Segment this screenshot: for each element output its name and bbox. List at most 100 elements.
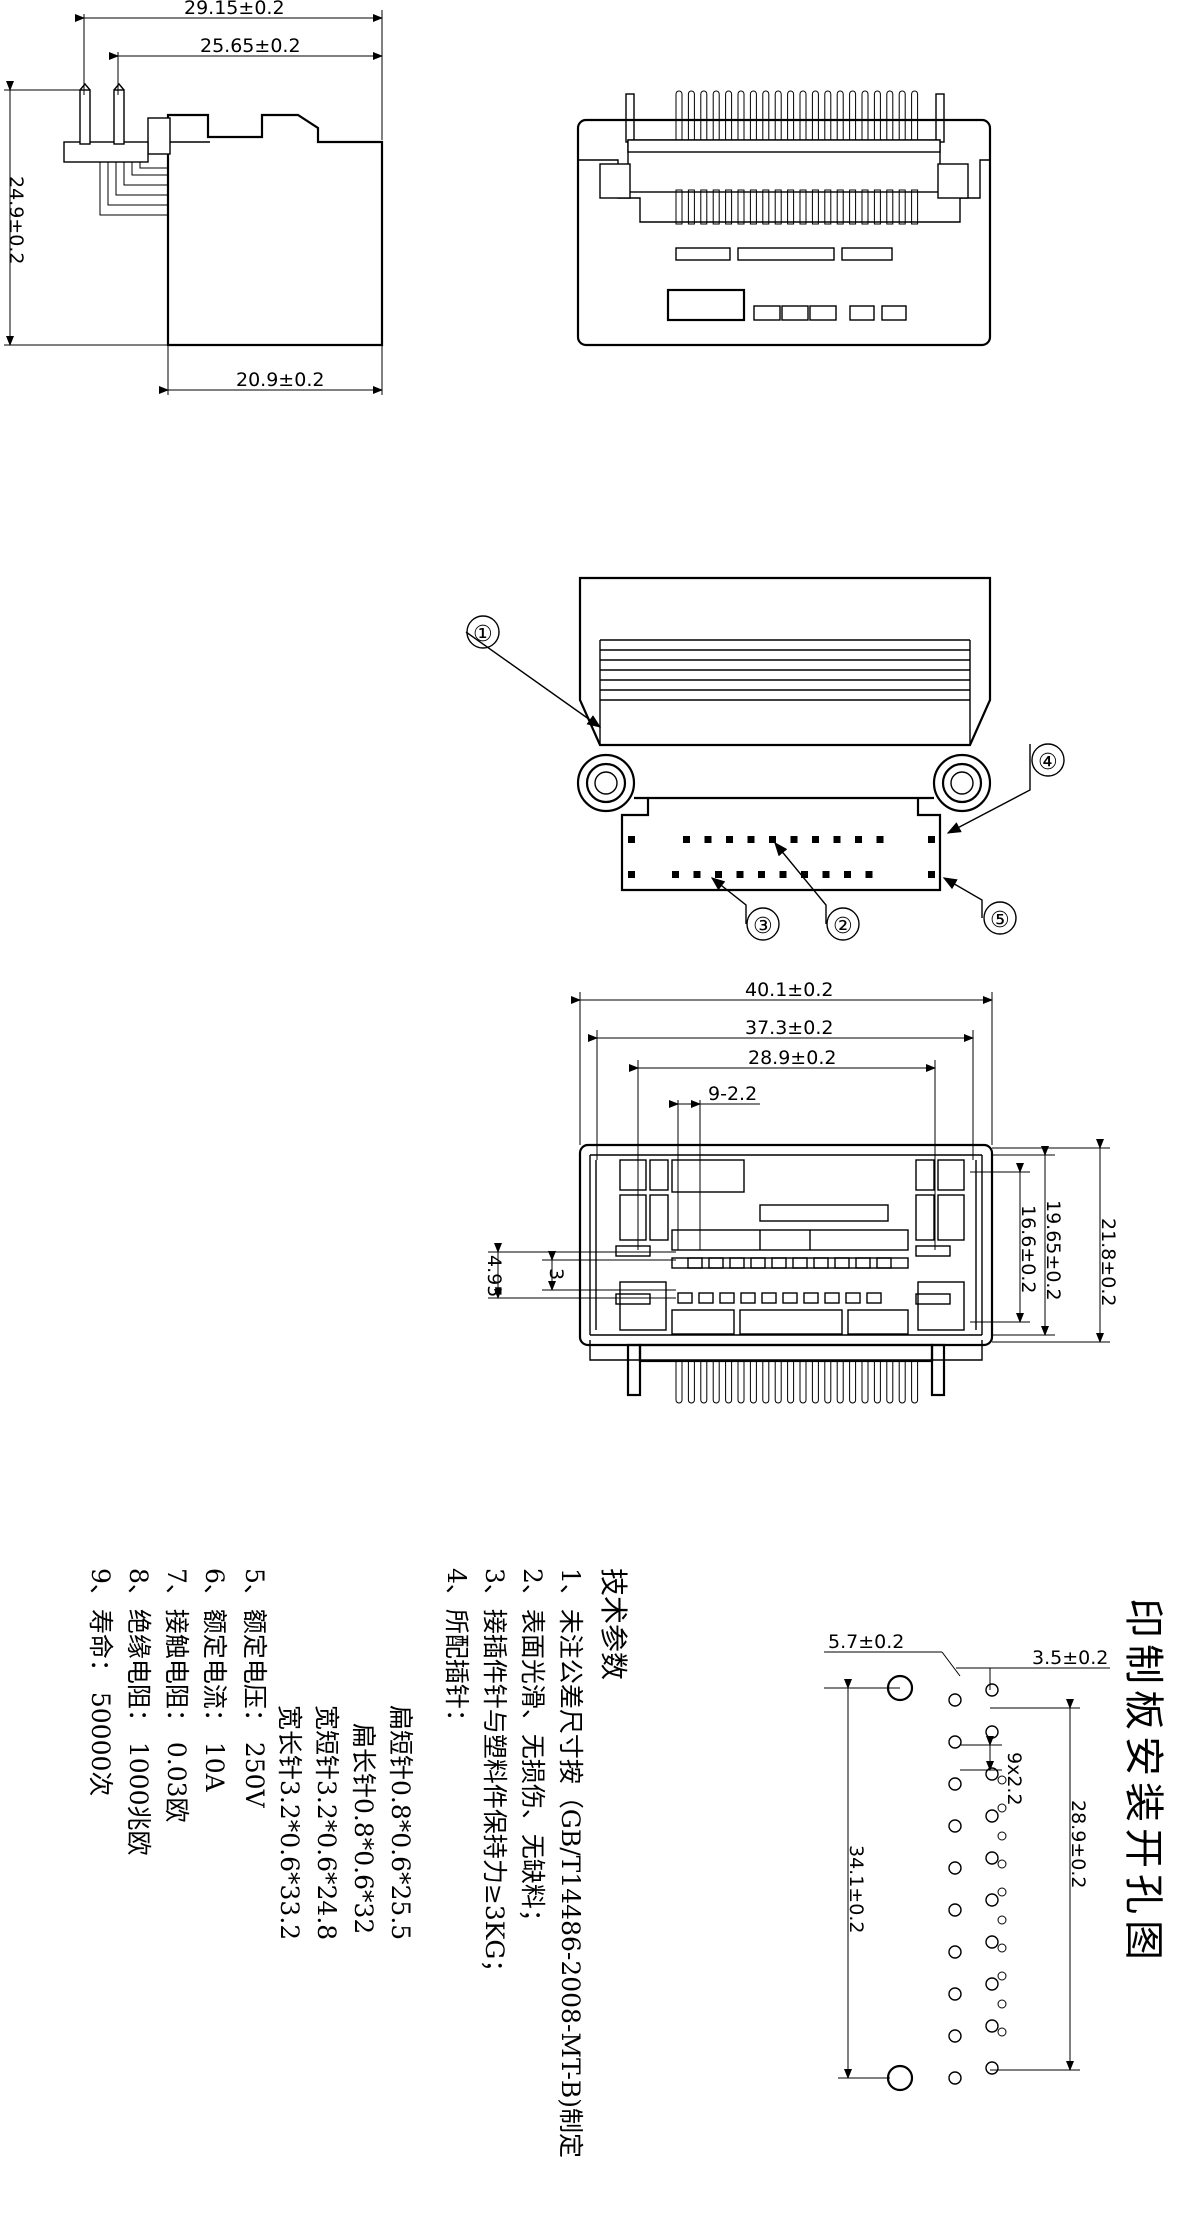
tech-specs: 技术参数 1、未注公差尺寸按（GB/T14486-2008-MT-B)制定 2、… (86, 1568, 630, 2158)
top-pin (700, 90, 708, 140)
end-pin (866, 1292, 882, 1304)
end-view: 40.1±0.2 37.3±0.2 28.9±0.2 9-2.2 21.8±0.… (483, 979, 1119, 1404)
top-pin (873, 90, 881, 140)
dim-pcb-span: 28.9±0.2 (1067, 1800, 1089, 1888)
pcb-hole (985, 1725, 999, 1739)
dim-height-total: 21.8±0.2 (1097, 1218, 1119, 1306)
dim-side-inner: 25.65±0.2 (200, 35, 301, 57)
pcb-hole (948, 1903, 962, 1917)
top-pin-foot (737, 189, 745, 225)
pcb-hole (948, 1693, 962, 1707)
dim-mid: 37.3±0.2 (745, 1017, 833, 1039)
pin-legs (675, 1360, 919, 1404)
callout-3-label: ③ (753, 914, 773, 939)
pcb-hole (985, 1935, 999, 1949)
pcb-hole (985, 2061, 999, 2075)
pcb-hole (948, 1819, 962, 1833)
top-pin-foot (836, 189, 844, 225)
spec-item-8: 8、绝缘电阻： 1000兆欧 (124, 1568, 153, 1855)
pcb-hole-small (997, 2027, 1007, 2037)
callout-4-label: ④ (1038, 750, 1058, 775)
top-pin-foot (675, 189, 683, 225)
contact-hole (865, 871, 873, 878)
top-post (625, 93, 635, 143)
pcb-hole (948, 1945, 962, 1959)
pin-leg (762, 1360, 770, 1404)
end-pin (677, 1292, 693, 1304)
end-pin (708, 1257, 724, 1269)
pcb-hole (985, 1893, 999, 1907)
top-pin (861, 90, 869, 140)
end-pin (782, 1292, 798, 1304)
end-pin (687, 1257, 703, 1269)
end-pin (750, 1257, 766, 1269)
pin-leg (687, 1360, 695, 1404)
top-pin-foot (687, 189, 695, 225)
top-pin (725, 90, 733, 140)
top-pin-foot (873, 189, 881, 225)
dim-side-body: 20.9±0.2 (236, 369, 324, 391)
end-pin (855, 1257, 871, 1269)
callout-2 (826, 907, 860, 941)
top-pin-foot (911, 189, 919, 225)
top-pin-foot (725, 189, 733, 225)
dim-row-outer: 4.95 (483, 1255, 505, 1297)
pcb-hole-small (997, 1887, 1007, 1897)
pin-leg (849, 1360, 857, 1404)
top-pin (886, 90, 894, 140)
end-pin (698, 1292, 714, 1304)
end-pin (845, 1292, 861, 1304)
pin-leg (749, 1360, 757, 1404)
dim-pitch: 9-2.2 (708, 1083, 757, 1105)
end-pin (876, 1257, 892, 1269)
top-pin (824, 90, 832, 140)
end-pin-row-bottom (677, 1292, 882, 1304)
contact-hole (715, 871, 722, 878)
front-pin-row-top (683, 836, 884, 843)
end-pin (813, 1257, 829, 1269)
pcb-hole-grid (948, 1683, 1007, 2085)
dim-pcb-right: 3.5±0.2 (1032, 1647, 1108, 1669)
end-pin-row-top (687, 1257, 892, 1269)
top-pin (762, 90, 770, 140)
pcb-hole (948, 1777, 962, 1791)
pcb-hole-small (997, 1859, 1007, 1869)
pcb-hole-layout: 印制板安装开孔图 5.7±0.2 3.5±0.2 28.9±0.2 9x2.2 … (824, 1598, 1166, 2092)
pin-leg (675, 1360, 683, 1404)
pin-leg (861, 1360, 869, 1404)
pcb-hole (948, 1735, 962, 1749)
contact-hole (822, 871, 830, 878)
dim-side-height: 24.9±0.2 (5, 176, 27, 264)
pin-leg (836, 1360, 844, 1404)
top-pin-row (625, 90, 945, 225)
contact-hole (672, 871, 679, 878)
end-pin (792, 1257, 808, 1269)
top-pin (849, 90, 857, 140)
callout-5 (983, 901, 1017, 935)
dim-row-inner: 3 (545, 1268, 567, 1280)
pcb-hole-small (997, 1775, 1007, 1785)
top-pin (911, 90, 919, 140)
contact-hole (704, 836, 712, 843)
pin-leg (787, 1360, 795, 1404)
pin-leg (898, 1360, 906, 1404)
spec-item-9: 9、寿命： 50000次 (86, 1568, 115, 1796)
end-pin (761, 1292, 777, 1304)
callout-4 (1031, 743, 1065, 777)
pcb-hole (985, 1851, 999, 1865)
pcb-hole-small (997, 1915, 1007, 1925)
pcb-hole-small (997, 1803, 1007, 1813)
top-pin-foot (799, 189, 807, 225)
end-pin (719, 1292, 735, 1304)
pin-leg (712, 1360, 720, 1404)
spec-item-5: 5、额定电压： 250V (240, 1568, 269, 1809)
pin-flat-long: 扁长针0.8*0.6*32 (349, 1723, 378, 1934)
pcb-hole (948, 2071, 962, 2085)
pcb-hole (948, 1987, 962, 2001)
end-pin (834, 1257, 850, 1269)
pin-leg (700, 1360, 708, 1404)
pin-wide-long: 宽长针3.2*0.6*33.2 (275, 1705, 304, 1940)
contact-hole (693, 871, 701, 878)
pcb-hole (948, 2029, 962, 2043)
